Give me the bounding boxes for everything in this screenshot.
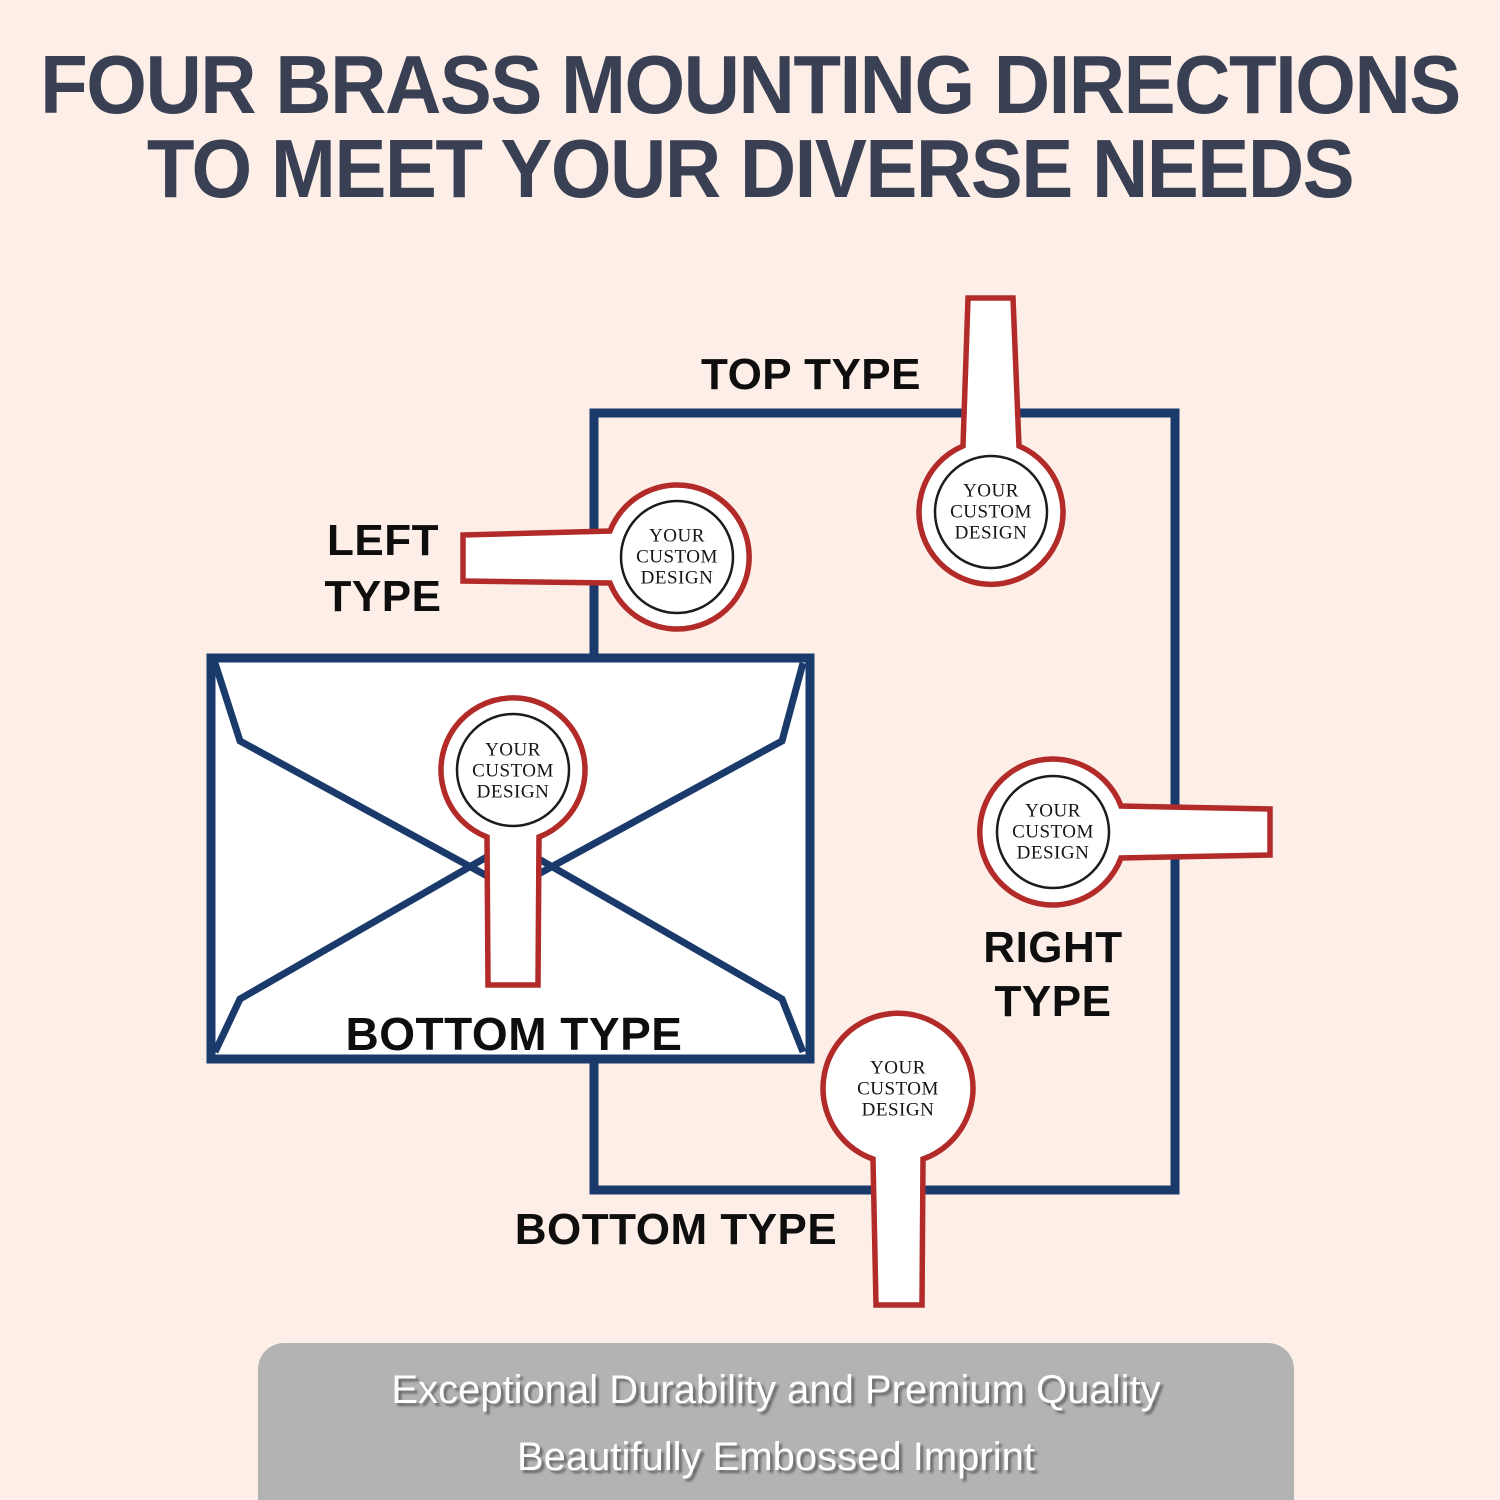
seal-line: YOUR [649, 525, 705, 547]
seal-text-left: YOUR CUSTOM DESIGN [602, 526, 752, 589]
label-left-line-1: LEFT [327, 516, 439, 565]
stamp-bottom-shape [820, 1010, 976, 1308]
seal-line: YOUR [963, 480, 1019, 502]
footer-banner: Exceptional Durability and Premium Quali… [258, 1343, 1294, 1500]
headline: FOUR BRASS MOUNTING DIRECTIONS TO MEET Y… [0, 37, 1500, 213]
seal-line: CUSTOM [1012, 821, 1094, 843]
seal-line: CUSTOM [950, 501, 1032, 523]
seal-line: CUSTOM [636, 546, 718, 568]
seal-text-bottom: YOUR CUSTOM DESIGN [823, 1058, 973, 1121]
seal-line: YOUR [870, 1057, 926, 1079]
stamp-left-shape [460, 482, 752, 632]
seal-line: CUSTOM [472, 760, 554, 782]
label-left-type: LEFT TYPE [325, 513, 442, 625]
label-right-line-2: TYPE [994, 977, 1112, 1026]
label-envelope-bottom-type: BOTTOM TYPE [345, 1008, 683, 1060]
headline-line-1: FOUR BRASS MOUNTING DIRECTIONS [40, 37, 1461, 132]
seal-line: CUSTOM [857, 1078, 939, 1100]
stamp-envelope-shape [438, 695, 588, 988]
stamp-top-inner-ring [933, 454, 1049, 570]
stamp-left-inner-ring [619, 499, 735, 615]
footer-line-2: Beautifully Embossed Imprint [516, 1435, 1035, 1479]
seal-line: DESIGN [1016, 842, 1090, 864]
seal-line: DESIGN [861, 1099, 935, 1121]
stamp-right-shape [977, 756, 1273, 908]
label-right-line-1: RIGHT [983, 923, 1123, 972]
seal-line: YOUR [485, 739, 541, 761]
stamp-top-shape [916, 295, 1066, 588]
label-bottom-type: BOTTOM TYPE [514, 1205, 838, 1254]
seal-line: DESIGN [954, 522, 1028, 544]
seal-text-top: YOUR CUSTOM DESIGN [916, 481, 1066, 544]
headline-line-2: TO MEET YOUR DIVERSE NEEDS [146, 121, 1355, 216]
footer-line-1: Exceptional Durability and Premium Quali… [391, 1368, 1161, 1412]
seal-line: DESIGN [640, 567, 714, 589]
seal-line: DESIGN [476, 781, 550, 803]
seal-text-right: YOUR CUSTOM DESIGN [978, 801, 1128, 864]
label-top-type: TOP TYPE [700, 350, 922, 399]
stamp-right-inner-ring [995, 774, 1111, 890]
stamp-envelope-inner-ring [455, 712, 571, 828]
label-right-type: RIGHT TYPE [983, 921, 1122, 1029]
seal-line: YOUR [1025, 800, 1081, 822]
label-left-line-2: TYPE [324, 572, 442, 621]
seal-text-envelope: YOUR CUSTOM DESIGN [438, 740, 588, 803]
